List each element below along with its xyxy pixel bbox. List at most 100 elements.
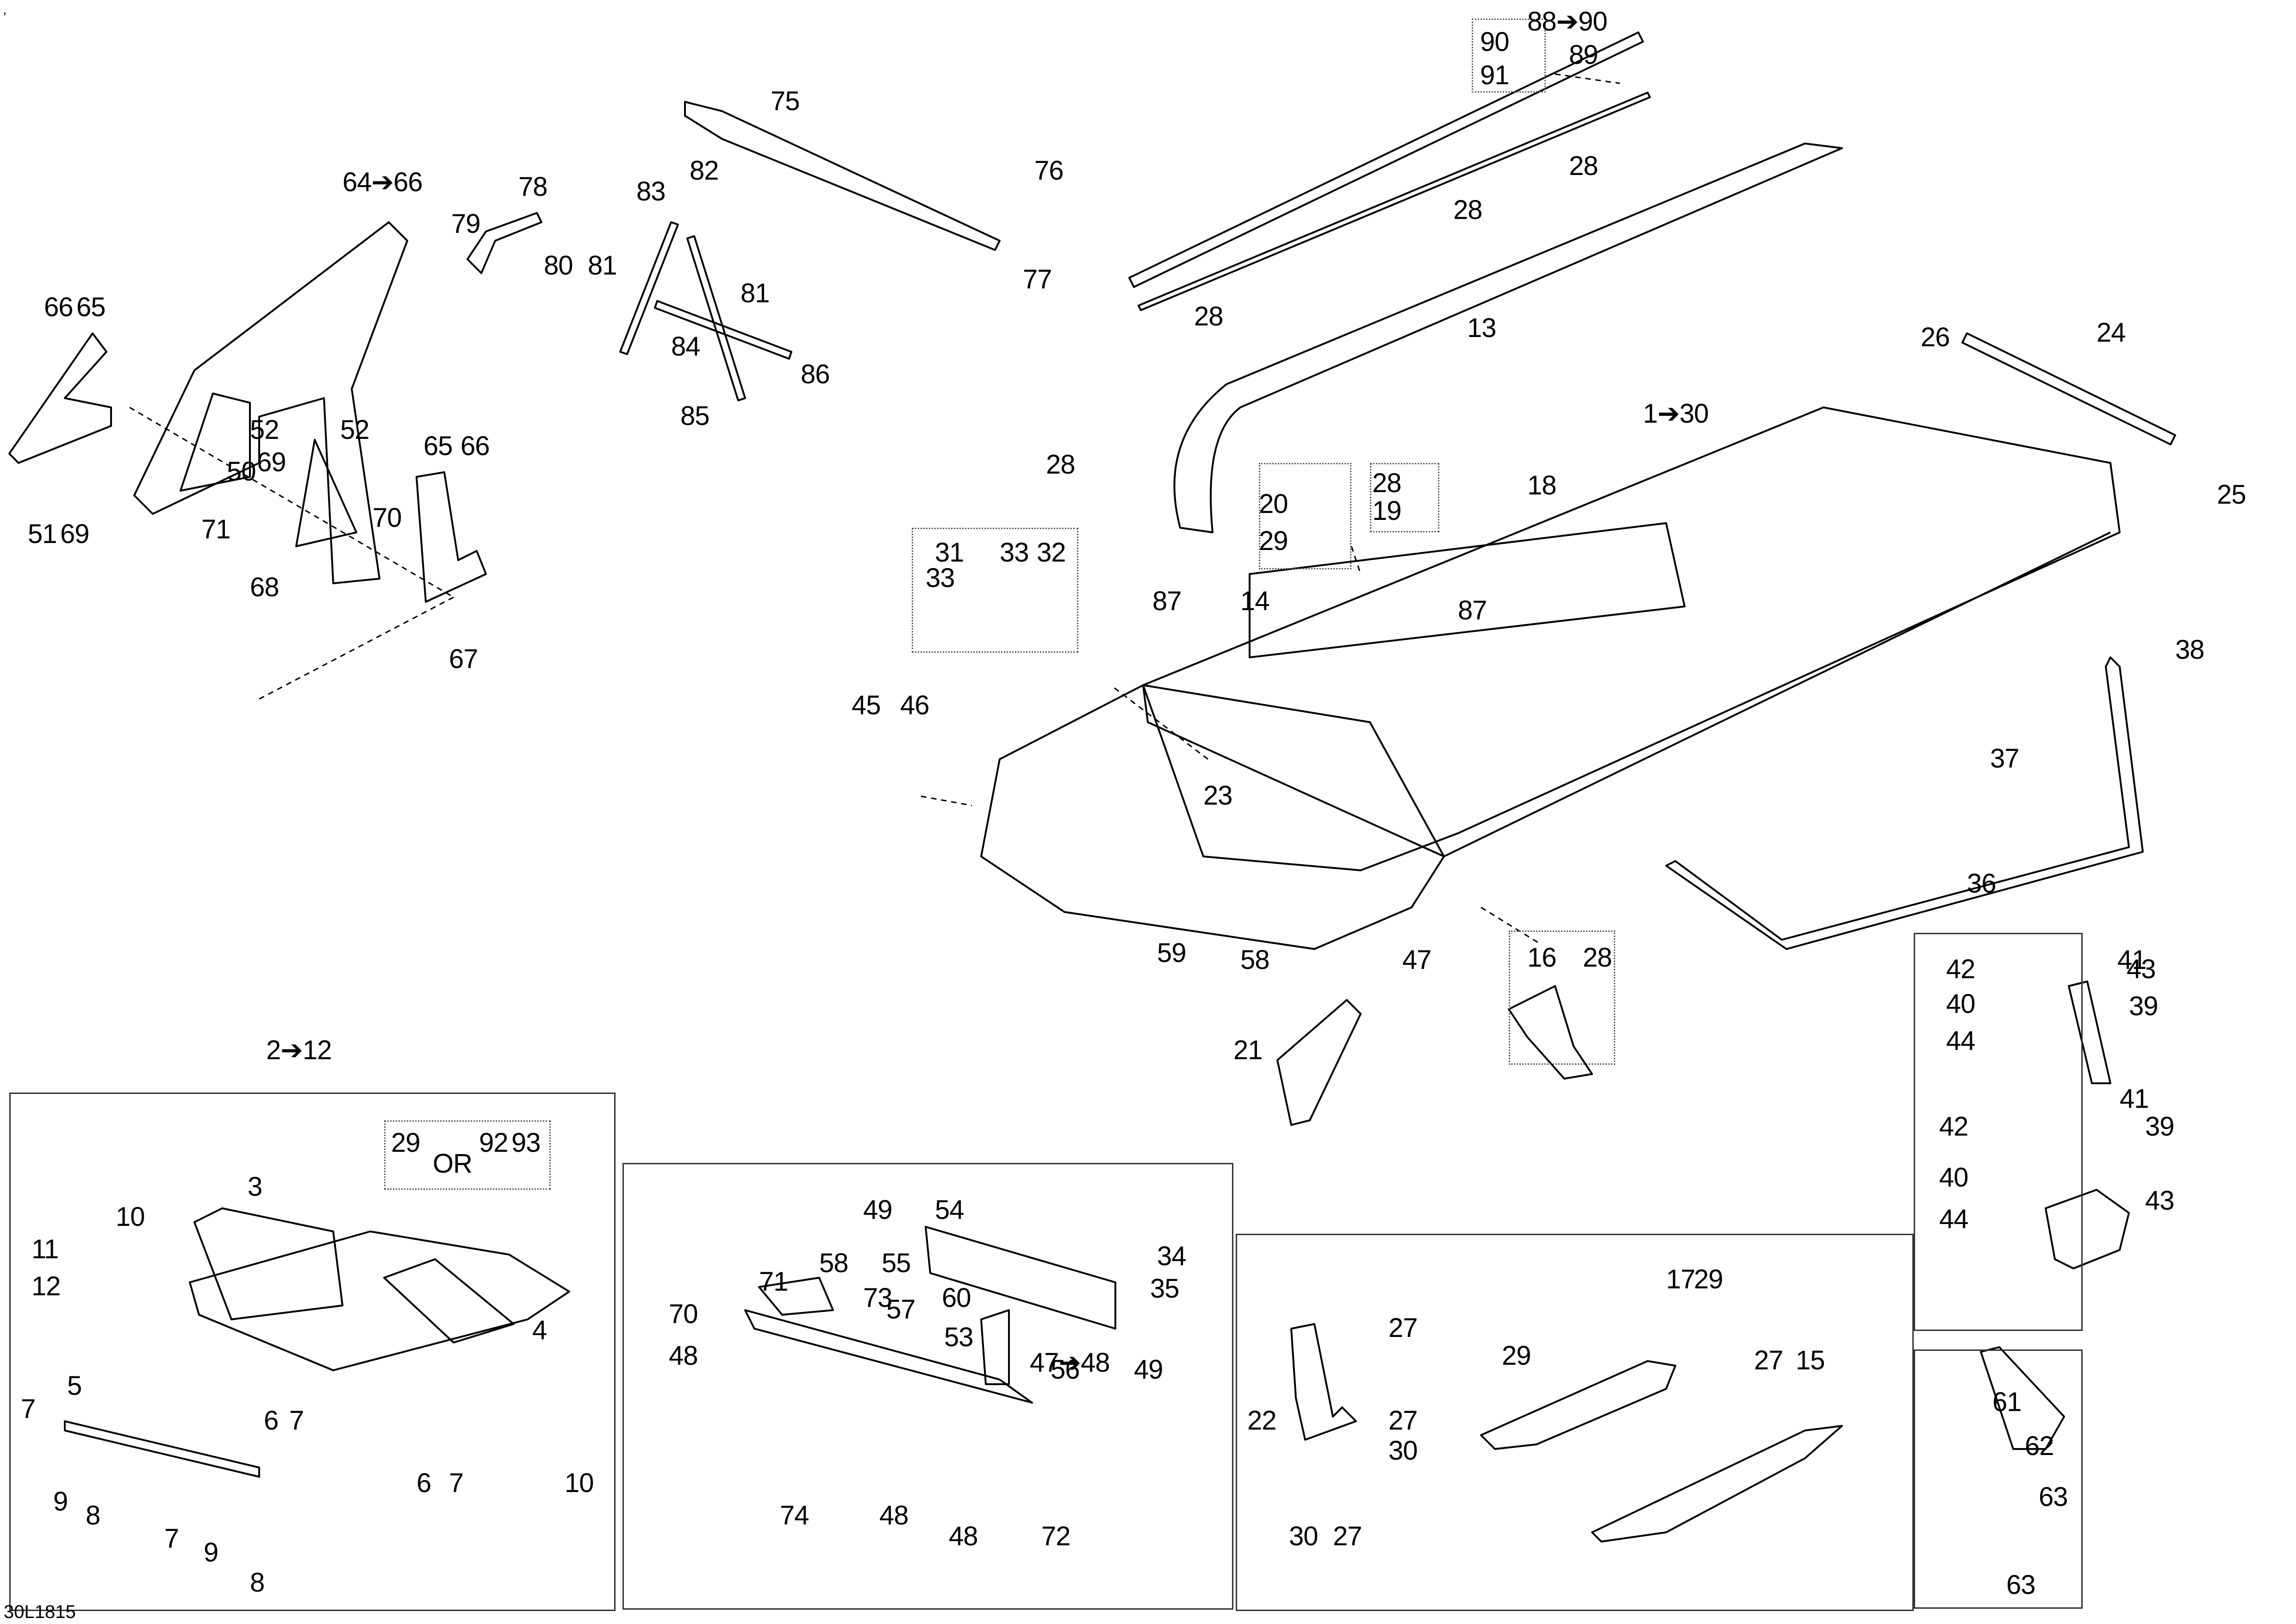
callout-72: 72 bbox=[1041, 1521, 1071, 1551]
upper-guard-part bbox=[2068, 981, 2111, 1084]
callout-32: 32 bbox=[1037, 537, 1066, 568]
side-column-part bbox=[1290, 1323, 1357, 1441]
callout-29: 29 bbox=[1259, 526, 1288, 556]
callout-48: 48 bbox=[949, 1521, 978, 1551]
callout-36: 36 bbox=[1967, 868, 1997, 899]
side-pan-part bbox=[1480, 1360, 1676, 1450]
callout-28: 28 bbox=[1046, 450, 1076, 480]
tunnel-cover-part bbox=[1173, 143, 1843, 533]
corner-bracket-part bbox=[1508, 985, 1593, 1080]
callout-44: 44 bbox=[1939, 1204, 1969, 1234]
callout-49: 49 bbox=[863, 1195, 893, 1225]
callout-88-90: 88➔90 bbox=[1527, 6, 1608, 37]
callout-7: 7 bbox=[289, 1405, 304, 1436]
callout-11: 11 bbox=[31, 1234, 59, 1264]
callout-27: 27 bbox=[1333, 1521, 1363, 1551]
callout-59: 59 bbox=[1157, 938, 1187, 968]
callout-58: 58 bbox=[819, 1248, 849, 1278]
fastener-box-20-29 bbox=[1259, 463, 1351, 569]
callout-87: 87 bbox=[1152, 586, 1182, 616]
callout-24: 24 bbox=[2097, 318, 2126, 348]
callout-79: 79 bbox=[451, 209, 481, 239]
strut-part bbox=[654, 300, 792, 360]
rail-trim-part bbox=[1128, 31, 1644, 288]
or-label: OR bbox=[433, 1149, 473, 1179]
callout-15: 15 bbox=[1796, 1345, 1825, 1375]
upper-column-part bbox=[684, 101, 1001, 251]
callout-63: 63 bbox=[2006, 1570, 2036, 1600]
fastener-box-28-19 bbox=[1370, 463, 1439, 532]
rail-strip-part bbox=[1138, 92, 1651, 311]
callout-58: 58 bbox=[1240, 945, 1270, 975]
callout-44: 44 bbox=[1946, 1026, 1976, 1056]
callout-71: 71 bbox=[201, 514, 231, 544]
callout-83: 83 bbox=[636, 176, 666, 206]
callout-40: 40 bbox=[1939, 1162, 1969, 1193]
callout-10: 10 bbox=[565, 1468, 594, 1498]
callout-28: 28 bbox=[1453, 195, 1483, 225]
callout-42: 42 bbox=[1946, 954, 1976, 984]
bracket-pipe-part bbox=[467, 212, 542, 274]
callout-38: 38 bbox=[2175, 635, 2205, 665]
callout-39: 39 bbox=[2129, 991, 2159, 1021]
callout-30: 30 bbox=[1388, 1436, 1418, 1466]
callout-14: 14 bbox=[1240, 586, 1270, 616]
callout-34: 34 bbox=[1157, 1241, 1187, 1271]
callout-49: 49 bbox=[1134, 1355, 1164, 1385]
side-panels-box bbox=[1236, 1234, 1914, 1611]
side-plate-part bbox=[8, 332, 112, 464]
strut-part bbox=[686, 235, 746, 401]
callout-9: 9 bbox=[204, 1537, 218, 1568]
callout-35: 35 bbox=[1150, 1274, 1180, 1304]
fastener-options-box bbox=[384, 1120, 551, 1190]
callout-47-48: 47➔48 bbox=[1030, 1348, 1110, 1378]
callout-64-66: 64➔66 bbox=[342, 167, 423, 197]
callout-46: 46 bbox=[900, 690, 930, 720]
callout-53: 53 bbox=[944, 1322, 974, 1352]
callout-81: 81 bbox=[740, 278, 770, 308]
callout-41: 41 bbox=[2120, 1084, 2149, 1114]
bracket-box bbox=[1914, 1349, 2083, 1609]
reference-code: 30L1815 bbox=[4, 1602, 76, 1622]
callout-37: 37 bbox=[1990, 743, 2020, 774]
callout-41: 41 bbox=[2117, 945, 2147, 975]
callout-82: 82 bbox=[690, 156, 719, 186]
callout-10: 10 bbox=[116, 1202, 145, 1232]
callout-28: 28 bbox=[1569, 151, 1599, 181]
callout-27: 27 bbox=[1754, 1345, 1784, 1375]
strut-part bbox=[619, 221, 679, 355]
lower-bracket-part bbox=[1276, 999, 1362, 1126]
steering-support-part bbox=[133, 221, 408, 584]
callout-42: 42 bbox=[1939, 1112, 1969, 1142]
callout-66: 66 bbox=[460, 431, 490, 461]
callout-56: 56 bbox=[1051, 1355, 1080, 1385]
callout-50: 50 bbox=[227, 456, 256, 487]
callout-30: 30 bbox=[1289, 1521, 1319, 1551]
rear-bar-part bbox=[1665, 656, 2144, 950]
callout-66: 66 bbox=[44, 292, 74, 322]
front-frame-part bbox=[980, 684, 1445, 950]
callout-43: 43 bbox=[2145, 1186, 2175, 1216]
callout-63: 63 bbox=[2039, 1482, 2068, 1512]
callout-45: 45 bbox=[852, 690, 881, 720]
callout-75: 75 bbox=[771, 86, 800, 116]
plate-options-box bbox=[912, 528, 1078, 653]
callout-74: 74 bbox=[780, 1500, 809, 1530]
callout-21: 21 bbox=[1233, 1035, 1263, 1065]
callout-7: 7 bbox=[164, 1524, 179, 1554]
callout-62: 62 bbox=[2025, 1431, 2054, 1461]
callout-17: 17 bbox=[1666, 1264, 1696, 1294]
callout-25: 25 bbox=[2217, 480, 2246, 510]
callout-68: 68 bbox=[250, 572, 280, 602]
callout-61: 61 bbox=[1992, 1387, 2022, 1417]
callout-47: 47 bbox=[1402, 945, 1432, 975]
callout-28: 28 bbox=[1372, 468, 1402, 498]
callout-7: 7 bbox=[21, 1394, 36, 1424]
callout-80: 80 bbox=[544, 250, 573, 281]
callout-84: 84 bbox=[671, 331, 701, 362]
callout-81: 81 bbox=[588, 250, 617, 281]
callout-28: 28 bbox=[1583, 943, 1612, 973]
callout-89: 89 bbox=[1569, 40, 1599, 70]
